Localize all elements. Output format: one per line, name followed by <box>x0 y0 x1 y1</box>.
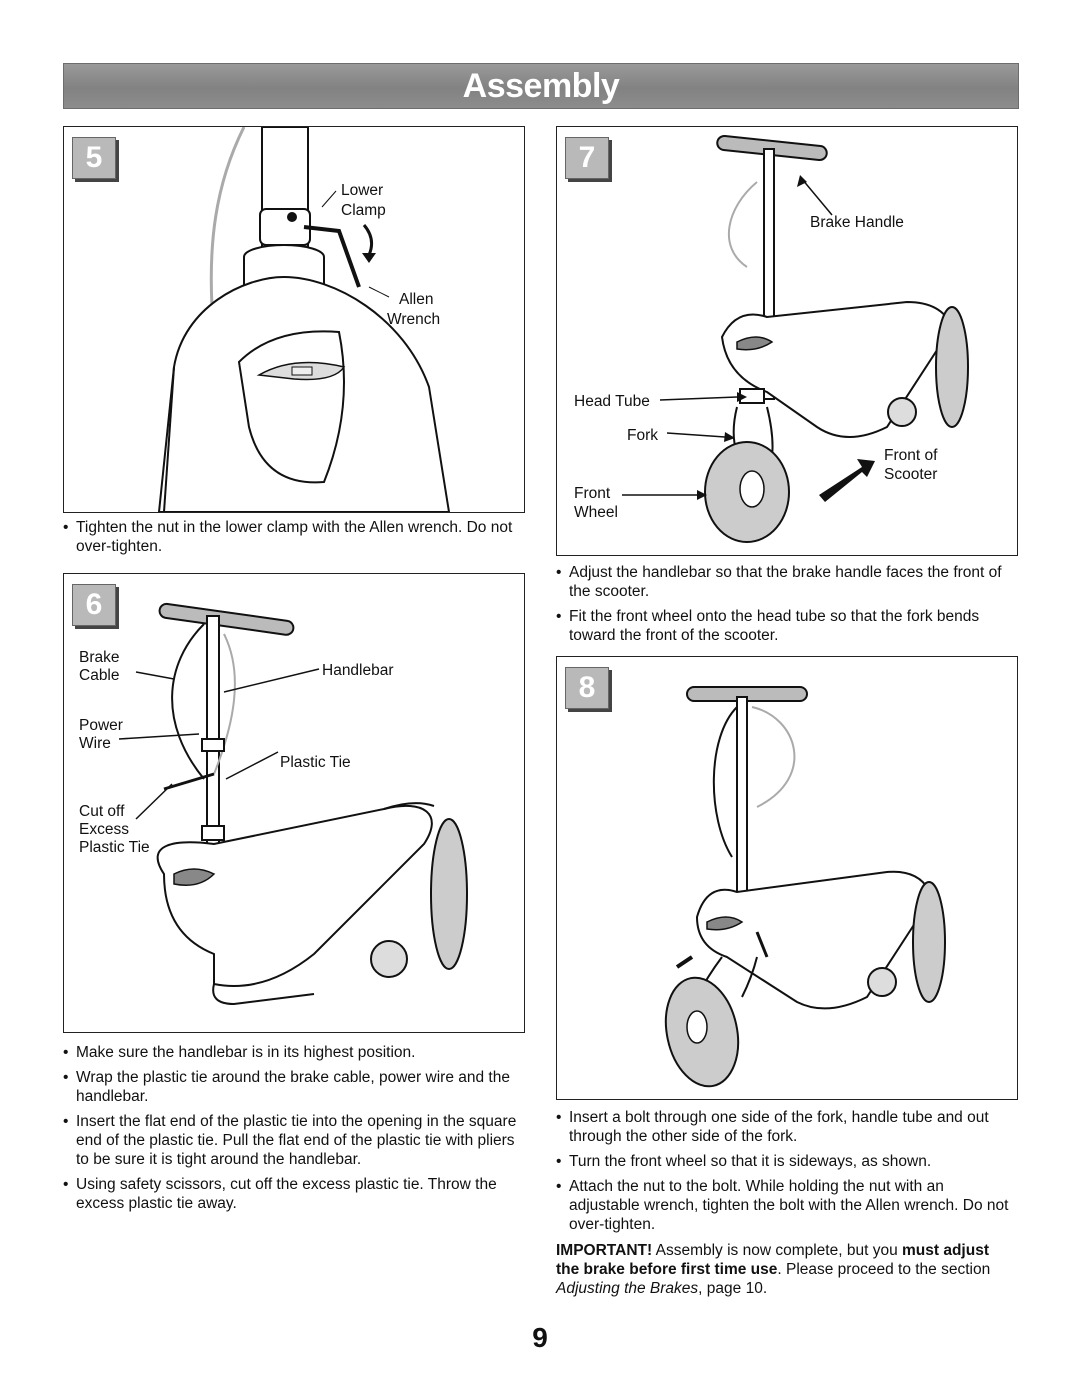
label-wire: Wire <box>79 735 111 752</box>
label-front: Front <box>574 485 611 502</box>
step-7-badge: 7 <box>565 137 609 179</box>
label-clamp: Clamp <box>341 202 386 219</box>
label-head-tube: Head Tube <box>574 393 650 410</box>
step-7-figure: 7 Brake Handle Head Tube Fork Front of S… <box>556 126 1018 556</box>
important-text-3: , page 10. <box>698 1280 768 1297</box>
important-section-ref: Adjusting the Brakes <box>556 1280 699 1297</box>
step-7-bullet: Adjust the handlebar so that the brake h… <box>556 563 1016 601</box>
step-8-badge: 8 <box>565 667 609 709</box>
step-8-illustration <box>664 686 946 1088</box>
page-number: 9 <box>532 1322 548 1353</box>
step-6-bullet: Insert the flat end of the plastic tie i… <box>63 1112 523 1169</box>
label-allen: Allen <box>399 291 434 308</box>
label-front-of: Front of <box>884 447 938 464</box>
step-8-bullet: Turn the front wheel so that it is sidew… <box>556 1152 1018 1171</box>
label-scooter: Scooter <box>884 466 938 483</box>
important-text-1: Assembly is now complete, but you <box>652 1242 902 1259</box>
section-header: Assembly <box>63 63 1019 109</box>
label-lower: Lower <box>341 182 384 199</box>
section-title: Assembly <box>462 66 620 105</box>
step-5-illustration <box>157 127 451 512</box>
step-8-figure: 8 <box>556 656 1018 1100</box>
step-6-bullet: Wrap the plastic tie around the brake ca… <box>63 1068 523 1106</box>
label-wrench: Wrench <box>387 311 441 328</box>
important-note: IMPORTANT! Assembly is now complete, but… <box>556 1241 1016 1298</box>
label-wheel: Wheel <box>574 504 618 521</box>
step-5-instructions: Tighten the nut in the lower clamp with … <box>63 518 533 562</box>
label-excess: Excess <box>79 821 129 838</box>
step-8-instructions: Insert a bolt through one side of the fo… <box>556 1108 1018 1240</box>
step-6-badge: 6 <box>72 584 116 626</box>
step-5-badge: 5 <box>72 137 116 179</box>
step-7-bullet: Fit the front wheel onto the head tube s… <box>556 607 1016 645</box>
step-6-instructions: Make sure the handlebar is in its highes… <box>63 1043 523 1219</box>
label-power: Power <box>79 717 123 734</box>
step-7-illustration <box>622 134 969 543</box>
label-cable: Cable <box>79 667 120 684</box>
label-plastic-tie: Plastic Tie <box>280 754 351 771</box>
step-6-bullet: Using safety scissors, cut off the exces… <box>63 1175 523 1213</box>
label-fork: Fork <box>627 427 658 444</box>
step-7-instructions: Adjust the handlebar so that the brake h… <box>556 563 1016 651</box>
label-cut-off: Cut off <box>79 803 125 820</box>
label-plastic-tie-excess: Plastic Tie <box>79 839 150 856</box>
step-6-bullet: Make sure the handlebar is in its highes… <box>63 1043 523 1062</box>
important-lead: IMPORTANT! <box>556 1242 653 1259</box>
step-6-figure: 6 Brake Cable Handlebar Power Wire Plast… <box>63 573 525 1033</box>
step-8-bullet: Insert a bolt through one side of the fo… <box>556 1108 1018 1146</box>
important-text-2: . Please proceed to the section <box>777 1261 991 1278</box>
step-5-figure: 5 Lower Clamp Allen Wrench <box>63 126 525 513</box>
step-6-illustration <box>118 602 468 1006</box>
step-5-bullet: Tighten the nut in the lower clamp with … <box>63 518 533 556</box>
label-brake: Brake <box>79 649 120 666</box>
step-8-bullet: Attach the nut to the bolt. While holdin… <box>556 1177 1018 1234</box>
label-brake-handle: Brake Handle <box>810 214 904 231</box>
label-handlebar: Handlebar <box>322 662 394 679</box>
important-emphasis: must adjust the brake before first time … <box>556 1242 989 1278</box>
